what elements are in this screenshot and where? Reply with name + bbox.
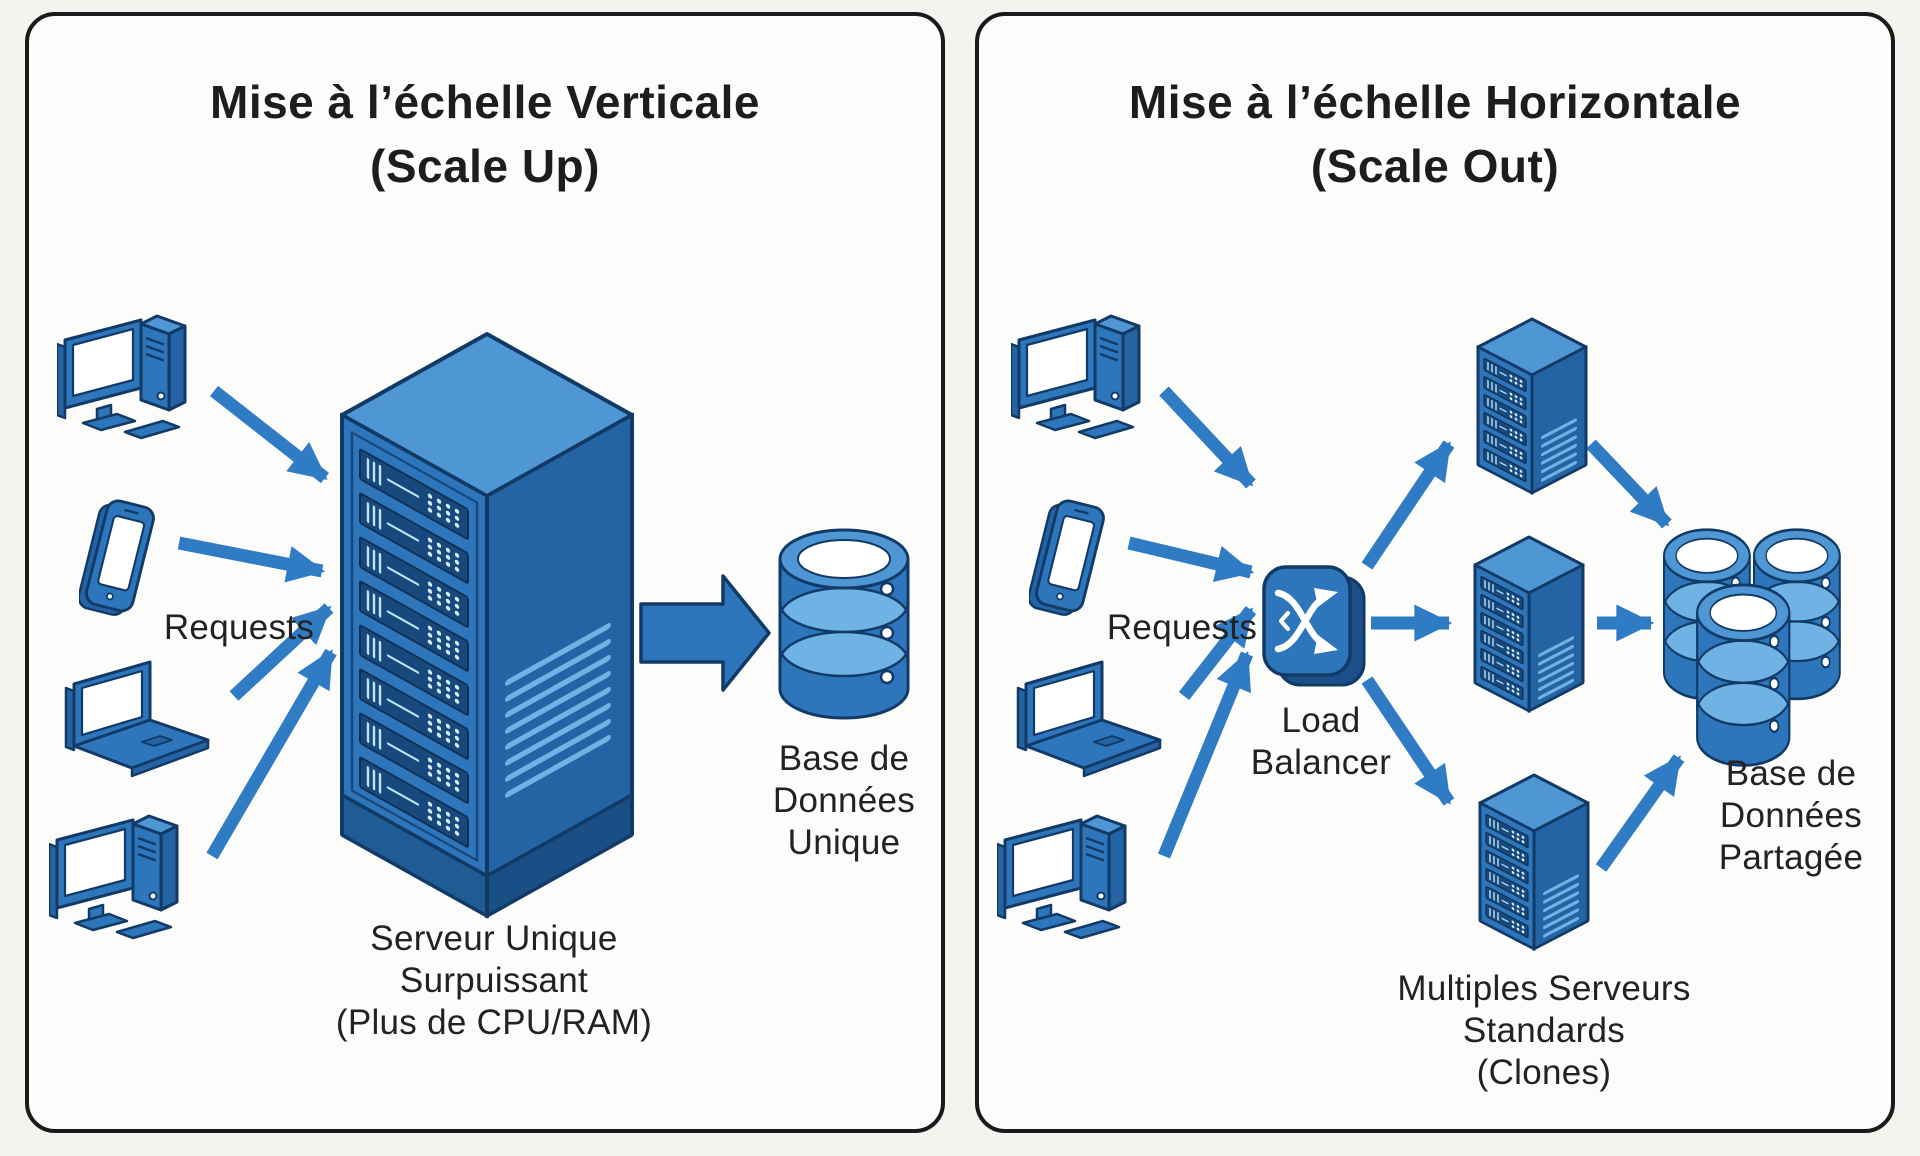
request-arrow	[206, 648, 337, 860]
request-arrow	[1361, 440, 1455, 570]
title-line-1: Mise à l’échelle Verticale	[210, 76, 760, 128]
server-tower-icon	[1478, 319, 1586, 493]
server-tower-icon	[1480, 775, 1588, 949]
vertical-scaling-graphics	[49, 314, 910, 940]
database-label: Base de Données Unique	[772, 739, 916, 862]
request-arrow	[1595, 754, 1685, 872]
desktop-computer-icon	[49, 814, 179, 940]
requests-label: Requests	[1106, 608, 1258, 647]
request-arrows	[177, 385, 337, 860]
requests-label: Requests	[163, 608, 315, 647]
request-arrow	[177, 536, 326, 583]
laptop-icon	[1016, 660, 1162, 778]
desktop-computer-icon	[57, 314, 187, 440]
horizontal-scaling-graphics	[997, 314, 1842, 1129]
desktop-computer-icon	[997, 814, 1127, 940]
database-icon	[1695, 583, 1791, 767]
block-arrow-icon	[639, 574, 771, 692]
servers-label: Multiples Serveurs Standards (Clones)	[1397, 969, 1691, 1092]
smartphone-icon	[79, 496, 155, 621]
server-tower-icon	[1475, 537, 1583, 711]
request-arrow	[1127, 536, 1255, 583]
request-arrow	[1361, 676, 1455, 806]
load-balancer-label: Load Balancer	[1250, 701, 1392, 782]
request-arrow	[209, 385, 330, 484]
database-arrows	[1586, 439, 1685, 872]
horizontal-scaling-title: Mise à l’échelle Horizontale (Scale Out)	[979, 70, 1891, 198]
powerful-server-icon	[340, 332, 634, 919]
title-line-2: (Scale Up)	[370, 140, 600, 192]
distribution-arrows	[1361, 440, 1455, 806]
request-arrow	[229, 603, 334, 701]
database-label: Base de Données Partagée	[1718, 754, 1864, 877]
vertical-scaling-panel: Mise à l’échelle Verticale (Scale Up)	[25, 12, 945, 1133]
horizontal-scaling-panel: Mise à l’échelle Horizontale (Scale Out)	[975, 12, 1895, 1133]
title-line-2: (Scale Out)	[1310, 140, 1560, 192]
smartphone-icon	[1029, 496, 1105, 621]
request-arrow	[1157, 651, 1254, 859]
vertical-scaling-title: Mise à l’échelle Verticale (Scale Up)	[29, 70, 941, 198]
request-arrows	[1127, 386, 1257, 859]
request-arrow	[1586, 439, 1672, 529]
database-cluster-icon	[1662, 528, 1842, 767]
load-balancer-icon	[1262, 565, 1366, 687]
server-label: Serveur Unique Surpuissant (Plus de CPU/…	[335, 919, 653, 1042]
request-arrow	[1159, 386, 1256, 489]
title-line-1: Mise à l’échelle Horizontale	[1128, 76, 1742, 128]
laptop-icon	[64, 660, 210, 778]
desktop-computer-icon	[1011, 314, 1141, 440]
database-icon	[778, 528, 910, 720]
